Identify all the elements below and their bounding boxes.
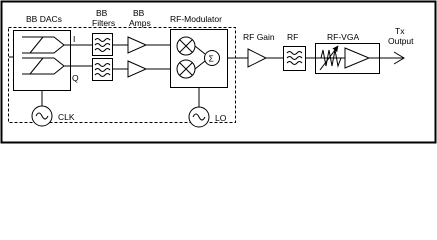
bb-amp-i-triangle (127, 36, 148, 54)
vga-amp-triangle (344, 47, 371, 69)
modulator-label: RF-Modulator (170, 14, 222, 24)
lo-label: LO (215, 113, 227, 123)
dacs-block (13, 30, 71, 91)
mixer-q-to-sum-line (194, 60, 206, 70)
filter-q-icon (94, 63, 111, 77)
rf-filter-block (283, 46, 306, 71)
vga-label: RF-VGA (327, 32, 359, 42)
rf-transmitter-block-diagram: BB DACs BB Filters BB Amps RF-Modulator … (0, 0, 437, 144)
rf-gain-label: RF Gain (243, 32, 275, 42)
vga-attenuator-arrow-icon (319, 45, 339, 71)
output-label-line1: Tx (395, 26, 405, 36)
vga-attenuator-icon (320, 49, 342, 68)
mixer-i-to-sum-line (194, 45, 206, 55)
lo-sine-icon (192, 113, 206, 121)
rf-filter-label: RF (287, 32, 298, 42)
rf-filter-icon (286, 51, 303, 65)
output-arrow-icon (393, 51, 405, 65)
filters-label-line1: BB (96, 8, 108, 18)
q-signal-label: Q (72, 73, 79, 83)
summer-symbol (204, 50, 220, 66)
baseband-section-border (8, 27, 236, 123)
bb-amp-q-triangle (127, 60, 148, 78)
mixer-q-cross-icon (179, 62, 193, 76)
mixer-i-cross-icon (179, 39, 193, 53)
amps-label-line1: BB (133, 8, 145, 18)
clk-sine-icon (35, 112, 49, 120)
amps-label-line2: Amps (129, 18, 151, 28)
rf-gain-triangle (247, 48, 268, 68)
output-label-line2: Output (388, 36, 414, 46)
i-signal-label: I (73, 34, 75, 44)
filters-label-line2: Filters (92, 18, 115, 28)
filter-i-icon (94, 38, 111, 52)
clk-label: CLK (58, 112, 75, 122)
summer-sigma-icon: Σ (209, 54, 214, 64)
dacs-label: BB DACs (26, 14, 62, 24)
